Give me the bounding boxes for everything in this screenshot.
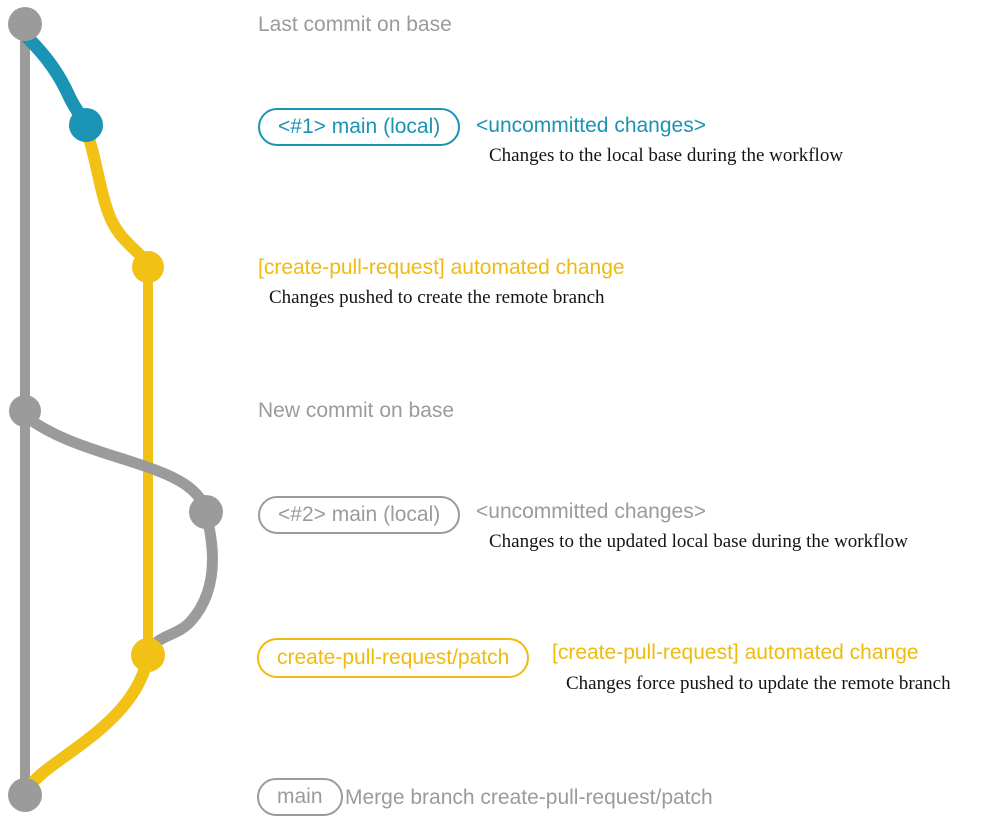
local-changes-rebase-curve xyxy=(144,508,218,657)
uncommitted-changes-title-2: <uncommitted changes> xyxy=(476,500,706,523)
uncommitted-changes-desc-2: Changes to the updated local base during… xyxy=(489,531,908,552)
branch-badge-patch: create-pull-request/patch xyxy=(257,638,530,678)
new-commit-label: New commit on base xyxy=(258,399,455,422)
local-changes-curve-2 xyxy=(19,410,212,515)
automated-change-title-1: [create-pull-request] automated change xyxy=(258,256,625,279)
branch-badge-main-local-1: <#1> main (local) xyxy=(258,108,461,146)
branch-badge-main: main xyxy=(257,778,343,816)
git-graph xyxy=(8,7,223,812)
branch-badge-main-local-2: <#2> main (local) xyxy=(258,496,461,534)
uncommitted-changes-desc-1: Changes to the local base during the wor… xyxy=(489,145,844,166)
last-commit-label: Last commit on base xyxy=(258,13,452,36)
merge-commit-label: Merge branch create-pull-request/patch xyxy=(345,786,713,809)
commit-node-uncommitted-2 xyxy=(189,495,223,529)
automated-change-desc-1: Changes pushed to create the remote bran… xyxy=(269,287,605,308)
commit-node-automated-2 xyxy=(131,638,165,672)
commit-node-new-base xyxy=(9,395,41,427)
patch-branch-merge-curve xyxy=(22,651,154,795)
commit-node-last-base xyxy=(8,7,42,41)
commit-node-uncommitted-1 xyxy=(69,108,103,142)
commit-node-automated-1 xyxy=(132,251,164,283)
commit-node-merge xyxy=(8,778,42,812)
automated-change-desc-2: Changes force pushed to update the remot… xyxy=(566,673,951,694)
automated-change-title-2: [create-pull-request] automated change xyxy=(552,641,919,664)
patch-branch-curve-top xyxy=(81,126,154,270)
uncommitted-changes-title-1: <uncommitted changes> xyxy=(476,114,706,137)
